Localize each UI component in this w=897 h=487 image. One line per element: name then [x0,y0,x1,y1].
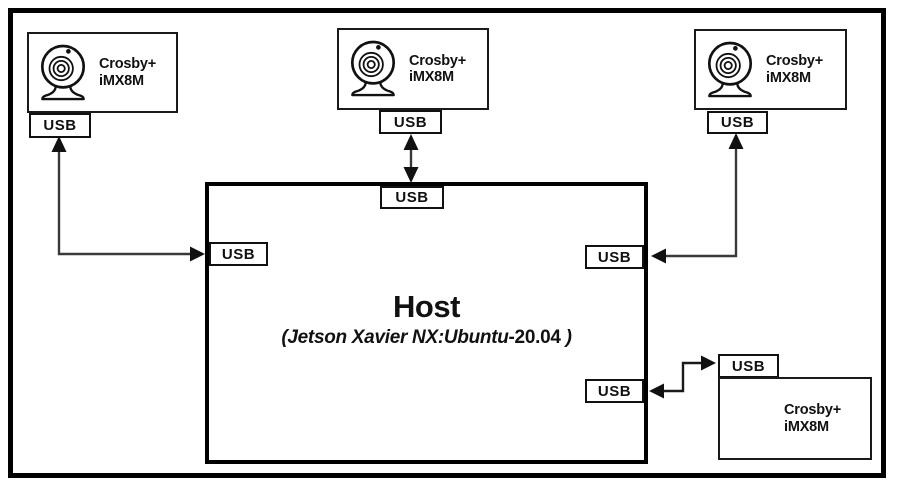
device-box-top-right: Crosby+ iMX8M [694,29,847,110]
host-subtitle: (Jetson Xavier NX:Ubuntu-20.04 ) [209,327,644,349]
device-box-top-left: Crosby+ iMX8M [27,32,178,113]
device-label-line1: Crosby+ [409,52,467,69]
usb-port-camera-top-right: USB [707,111,768,134]
usb-port-camera-top-center: USB [379,110,442,134]
usb-port-host-left: USB [209,242,268,266]
host-subtitle-prefix: (Jetson Xavier NX:Ubuntu [281,327,509,348]
host-title: Host [393,289,460,324]
usb-port-host-top: USB [380,186,444,209]
webcam-icon [350,40,396,97]
device-label-line1: Crosby+ [766,53,824,70]
device-label-line2: iMX8M [409,69,454,85]
host-label-group: Host (Jetson Xavier NX:Ubuntu-20.04 ) [209,289,644,349]
usb-port-host-right-upper: USB [585,245,644,269]
webcam-icon [707,41,753,97]
usb-port-camera-top-left: USB [29,113,91,138]
host-subtitle-version: -20.04 [508,327,561,348]
device-label-line2: iMX8M [766,69,811,86]
device-label: Crosby+ iMX8M [784,402,841,434]
host-subtitle-suffix: ) [560,327,572,348]
usb-port-host-right-lower: USB [585,379,644,403]
device-label-line2: iMX8M [784,418,829,435]
device-label: Crosby+ iMX8M [99,56,156,88]
device-label-line1: Crosby+ [784,402,842,419]
host-box: Host (Jetson Xavier NX:Ubuntu-20.04 ) [205,182,648,464]
usb-port-camera-bottom-right: USB [718,354,779,378]
device-label-line1: Crosby+ [99,56,157,73]
device-label: Crosby+ iMX8M [409,53,466,85]
webcam-icon [40,44,86,100]
device-box-top-center: Crosby+ iMX8M [337,28,489,110]
device-box-bottom-right: Crosby+ iMX8M [718,377,872,460]
device-label: Crosby+ iMX8M [766,53,823,85]
device-label-line2: iMX8M [99,72,144,89]
